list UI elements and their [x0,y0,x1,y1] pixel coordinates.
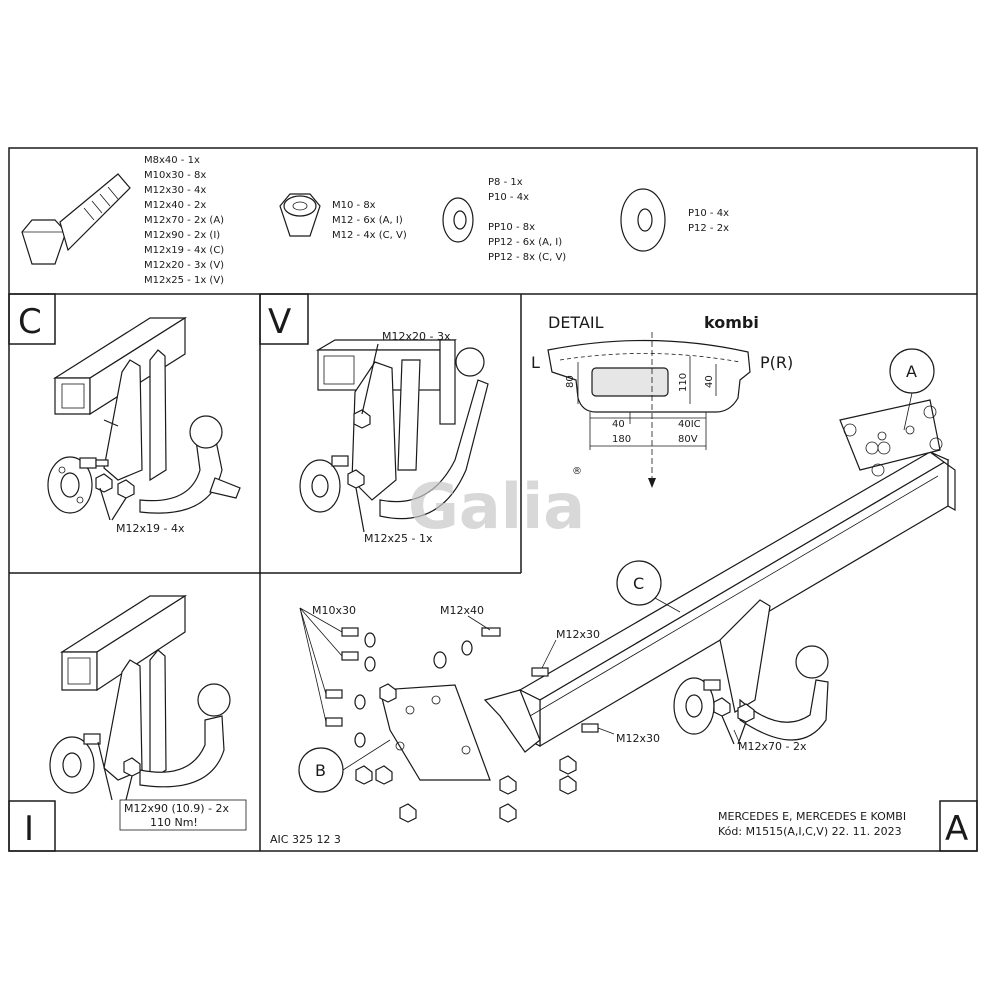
panel-v-top-label: M12x20 - 3x [382,330,451,343]
detail-right-label: P(R) [760,353,793,372]
bolt-spec: M12x70 - 2x (A) [144,215,224,226]
washer-spec: PP12 - 6x (A, I) [488,237,562,248]
bolt-spec: M12x19 - 4x (C) [144,245,224,256]
detail-title: DETAIL [548,313,604,332]
label-m12x30-bottom: M12x30 [616,732,660,745]
nut-spec: M12 - 6x (A, I) [332,215,403,226]
dim-80v: 80V [678,434,698,445]
dim-180: 180 [612,434,631,445]
detail-left-label: L [531,353,540,372]
panel-v-assembly [299,339,489,533]
panel-c-bolt-label: M12x19 - 4x [116,522,185,535]
nut-spec: M12 - 4x (C, V) [332,230,407,241]
nuts-list: M10 - 8x M12 - 6x (A, I) M12 - 4x (C, V) [332,200,407,241]
label-m10x30: M10x30 [312,604,356,617]
panel-letter-v: V [268,302,291,342]
bolt-spec: M12x90 - 2x (I) [144,230,220,241]
nut-icon [279,193,321,237]
bolt-icon [21,173,131,265]
large-washer-icon [620,188,666,252]
bolt-spec: M12x40 - 2x [144,200,206,211]
washers-list: P8 - 1x P10 - 4x PP10 - 8x PP12 - 6x (A,… [488,177,566,263]
tow-ball-neck [673,599,829,745]
galia-watermark: Galia [408,470,585,543]
callout-c [616,560,681,613]
callout-b-label: B [315,761,326,780]
drawing-code: AIC 325 12 3 [270,833,341,846]
dim-110: 110 [678,373,689,392]
registered-mark: ® [572,466,582,477]
m12x19-bolt-icon [79,457,109,469]
hardware-stack [299,607,741,823]
callout-b [298,739,391,793]
nut-spec: M10 - 8x [332,200,376,211]
panel-letter-i: I [24,809,34,849]
label-m12x30-top: M12x30 [556,628,600,641]
dim-80: 80 [565,375,576,388]
callout-a-label: A [906,362,917,381]
frame-lines [8,147,978,852]
dim-40-vertical: 40 [704,375,715,388]
panel-c-assembly [47,316,241,521]
panel-letter-c: C [18,302,42,342]
bolts-list: M8x40 - 1x M10x30 - 8x M12x30 - 4x M12x4… [144,155,224,286]
bolt-spec: M12x25 - 1x (V) [144,275,224,286]
panel-letter-a: A [945,809,968,849]
panel-i-label-box [119,799,247,831]
crossbar [518,451,956,748]
panel-i-label-line2: 110 Nm! [150,816,198,829]
washer-spec: P10 - 4x [488,192,529,203]
bolt-spec: M8x40 - 1x [144,155,200,166]
right-bracket [839,399,943,477]
vehicle-name: MERCEDES E, MERCEDES E KOMBI [718,810,906,823]
callout-a [889,348,935,431]
washer-spec: PP12 - 8x (C, V) [488,252,566,263]
dim-40: 40 [612,419,625,430]
large-washers-list: P10 - 4x P12 - 2x [688,208,729,234]
left-bracket [379,684,541,781]
label-m12x40: M12x40 [440,604,484,617]
detail-variant: kombi [704,313,759,332]
label-m12x70: M12x70 - 2x [738,740,807,753]
panel-i-assembly [49,594,231,801]
bolt-spec: M12x20 - 3x (V) [144,260,224,271]
detail-drawing [547,332,751,488]
part-code-date: Kód: M1515(A,I,C,V) 22. 11. 2023 [718,825,902,838]
bolt-spec: M10x30 - 8x [144,170,206,181]
large-washer-spec: P12 - 2x [688,223,729,234]
washer-icon [442,197,474,243]
washer-spec: P8 - 1x [488,177,523,188]
large-washer-spec: P10 - 4x [688,208,729,219]
panel-i-label-line1: M12x90 (10.9) - 2x [124,802,230,815]
callout-c-label: C [633,574,644,593]
washer-spec: PP10 - 8x [488,222,535,233]
bolt-spec: M12x30 - 4x [144,185,206,196]
panel-v-bottom-label: M12x25 - 1x [364,532,433,545]
dim-40ic: 40IC [678,419,701,430]
